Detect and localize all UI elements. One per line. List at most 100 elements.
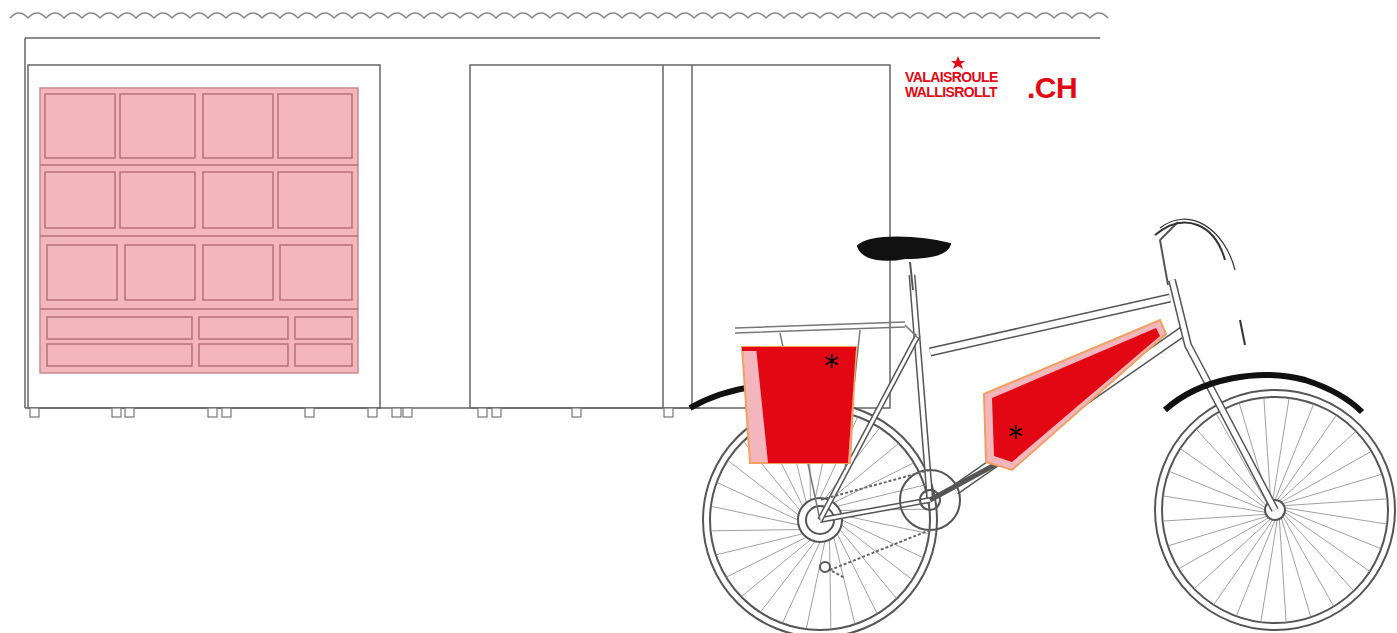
building-feet [478, 408, 487, 417]
bicycle [841, 525, 912, 580]
bicycle [910, 262, 913, 290]
building-feet [403, 408, 412, 417]
bicycle [912, 275, 930, 500]
locker-grid [280, 245, 352, 300]
locker-grid [47, 344, 192, 366]
logo-text: WALLISROLLT [905, 85, 997, 99]
bag-fill [742, 347, 856, 463]
logo-star [951, 56, 965, 69]
bicycle [1165, 375, 1362, 412]
bag-fill [756, 347, 856, 463]
locker-grid [47, 245, 117, 300]
building-feet [222, 408, 231, 417]
bicycle [728, 460, 799, 515]
bicycle [840, 530, 897, 599]
building-feet [30, 408, 39, 417]
locker-grid [278, 94, 352, 158]
bicycle [1168, 516, 1267, 546]
roof-wave [10, 13, 1108, 18]
bicycle [716, 534, 803, 555]
bicycle [1284, 499, 1387, 506]
bicycle [1160, 219, 1235, 270]
bicycle [1169, 471, 1265, 510]
bicycle [830, 540, 831, 630]
locker-grid [203, 245, 273, 300]
locker-grid [40, 165, 358, 309]
bicycle [690, 219, 1395, 633]
bicycle [1281, 451, 1371, 502]
locker-grid [120, 172, 195, 228]
locker-grid [203, 172, 273, 228]
bicycle [782, 542, 820, 623]
locker-grid [125, 245, 195, 300]
locker-grid [40, 164, 358, 166]
building [662, 65, 664, 408]
bicycle [726, 537, 806, 577]
locker-grid [45, 94, 352, 366]
bicycle [820, 470, 930, 578]
bicycle [1236, 520, 1275, 616]
bicycle [1179, 518, 1269, 569]
bicycle [1279, 519, 1286, 622]
building-feet [208, 408, 217, 417]
bicycle [842, 520, 923, 558]
bicycle [735, 322, 918, 520]
building-feet [305, 408, 314, 417]
bicycle [837, 534, 877, 614]
logo-domain: .CH [1027, 73, 1077, 103]
bicycle [1216, 414, 1267, 504]
bicycle [930, 462, 1000, 500]
bicycle [841, 515, 929, 534]
locker-grid [40, 88, 358, 373]
bicycle [1285, 508, 1387, 524]
locker-grid [278, 172, 352, 228]
locker-grid [40, 308, 358, 310]
bicycle [820, 500, 930, 520]
building-feet [112, 408, 121, 417]
building-feet [664, 408, 673, 417]
building [691, 65, 693, 408]
bicycle [1281, 518, 1311, 617]
bicycle [1163, 514, 1266, 521]
building [470, 65, 890, 408]
bicycle [1275, 404, 1314, 500]
bicycle [717, 482, 798, 520]
locker-grid [40, 235, 358, 237]
locker-grid [47, 317, 192, 339]
asterisk-mark: * [824, 351, 839, 381]
building-feet [572, 408, 581, 417]
building-feet [368, 408, 377, 417]
locker-grid [295, 344, 352, 366]
bag-fill [992, 328, 1160, 462]
locker-grid [120, 94, 195, 158]
logo-text: VALAISROULE [905, 70, 998, 84]
pannier-bag-shape [740, 343, 858, 467]
frame-bag-shape [972, 316, 1172, 474]
locker-grid [295, 317, 352, 339]
building [24, 38, 26, 408]
pannier-bag: * [740, 343, 858, 467]
locker-grid [40, 88, 358, 373]
bicycle [912, 275, 930, 500]
bicycle [1155, 223, 1225, 260]
bicycle [741, 540, 810, 597]
building [28, 65, 380, 408]
building-feet [492, 408, 501, 417]
building-feet [30, 408, 673, 417]
building-feet [392, 408, 401, 417]
bicycle [1240, 320, 1245, 345]
bicycle [711, 506, 799, 525]
bicycle [858, 238, 950, 260]
bicycle [806, 541, 825, 629]
locker-grid [199, 344, 288, 366]
bicycle [1283, 474, 1382, 504]
locker-grid [199, 317, 288, 339]
bicycle [820, 500, 930, 520]
building-feet [125, 408, 134, 417]
locker-grid [45, 94, 115, 158]
bicycle [760, 541, 815, 612]
bicycle [1160, 222, 1178, 285]
bicycle [834, 537, 855, 624]
